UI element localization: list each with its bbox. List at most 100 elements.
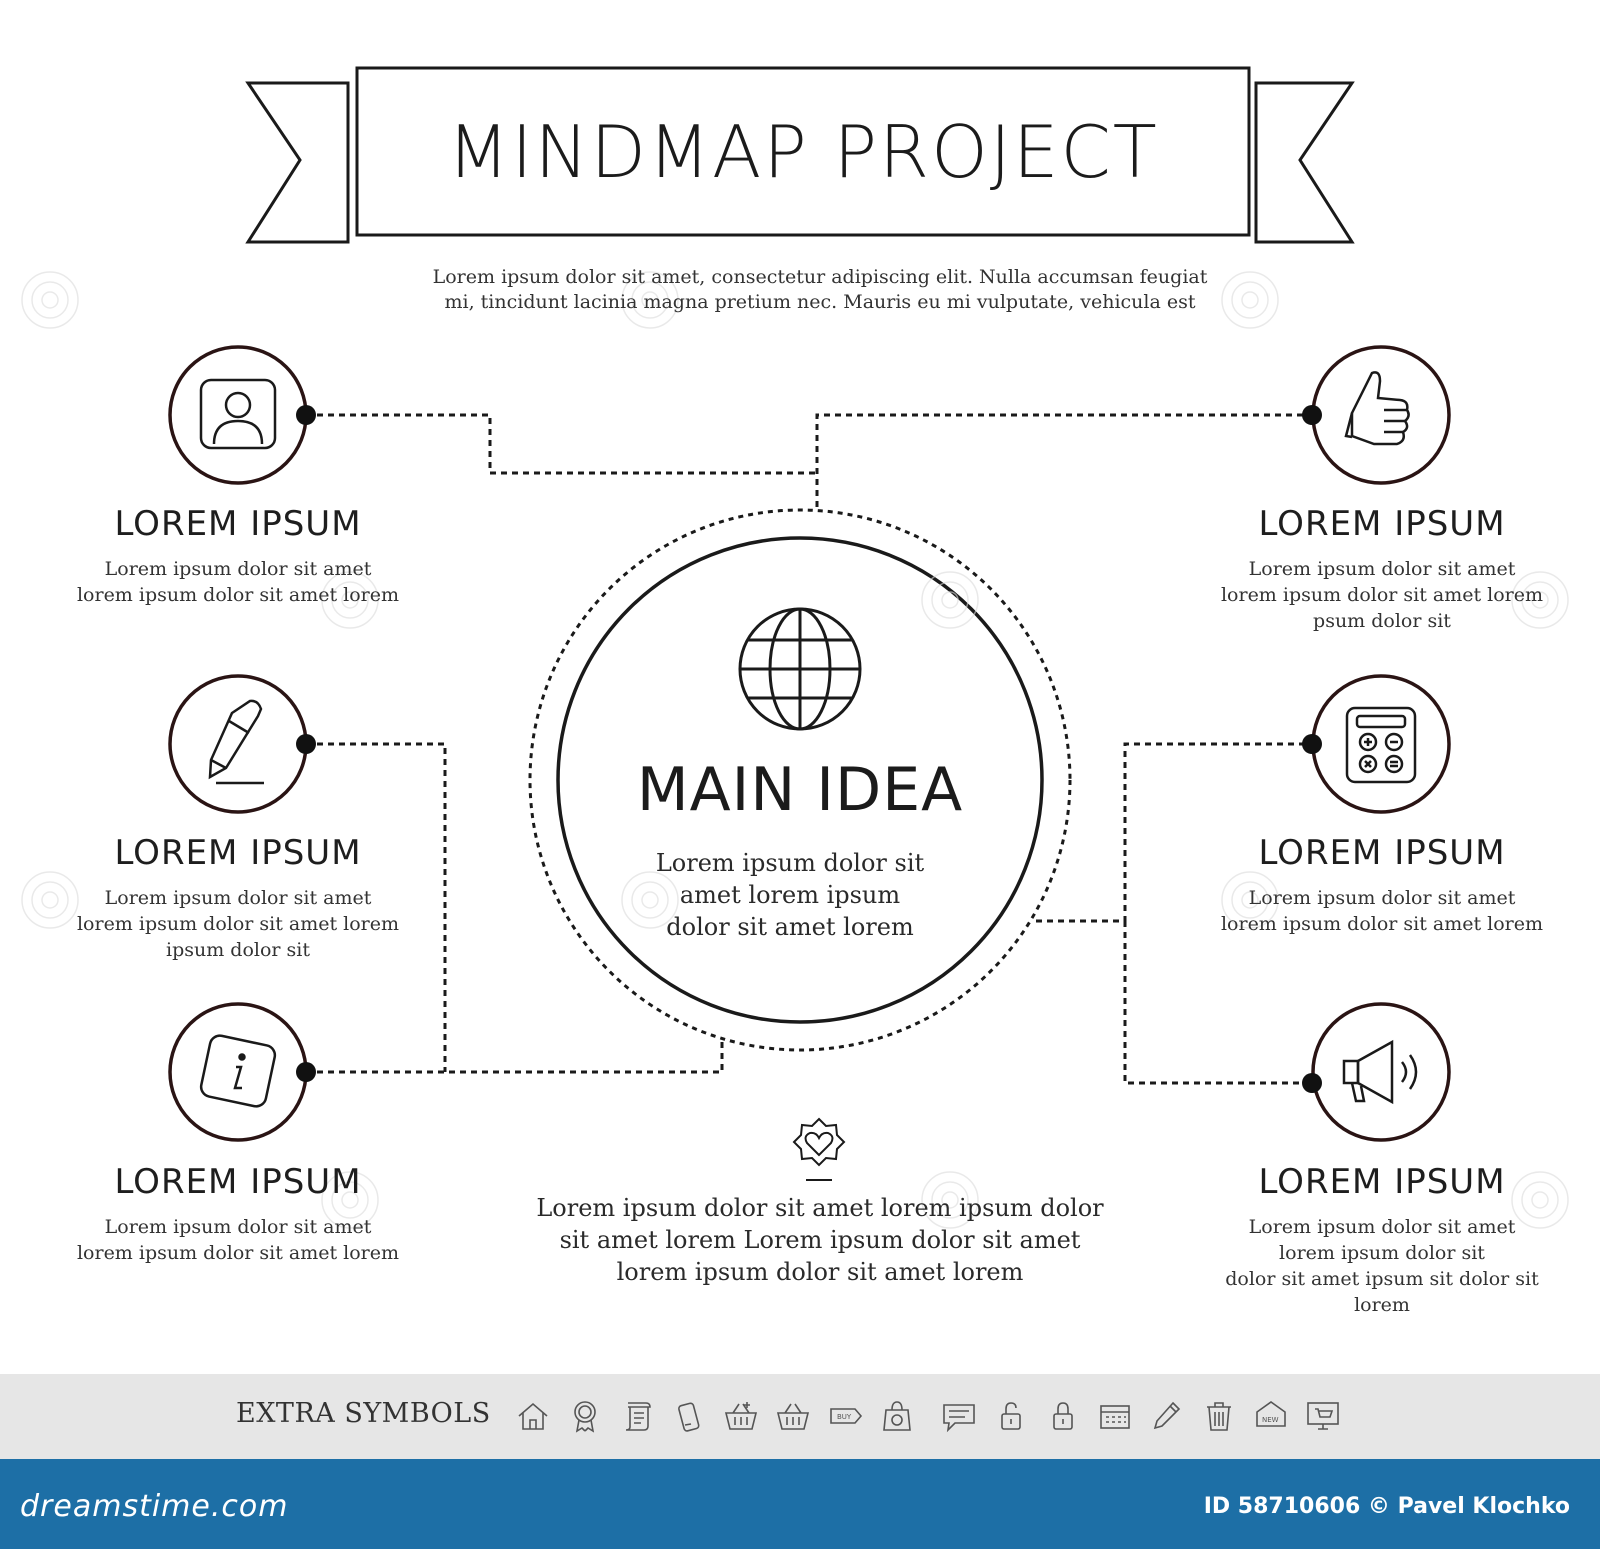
lock-icon xyxy=(1053,1402,1073,1430)
node-title-user: LOREM IPSUM xyxy=(114,504,362,544)
connectors xyxy=(306,413,1312,1085)
bottom-text: Lorem ipsum dolor sit amet lorem ipsum d… xyxy=(520,1192,1120,1288)
calculator-icon xyxy=(1345,706,1417,784)
dot-user xyxy=(296,405,316,425)
new-badge-text: NEW xyxy=(1262,1416,1279,1424)
chat-icon xyxy=(943,1404,975,1433)
node-title-pencil: LOREM IPSUM xyxy=(114,833,362,873)
lock-open-icon xyxy=(1001,1402,1021,1430)
extra-symbols-label: EXTRA SYMBOLS xyxy=(236,1398,491,1429)
globe-icon xyxy=(738,607,862,731)
node-line: lorem ipsum dolor sit amet lorem xyxy=(76,584,400,606)
node-circle-user xyxy=(168,345,308,485)
node-circle-info xyxy=(168,1002,308,1142)
basket-add-icon xyxy=(724,1402,758,1430)
main-outer-dashed-ring xyxy=(528,508,1072,1052)
main-idea-line: amet lorem ipsum xyxy=(679,881,901,909)
buy-tag-text: BUY xyxy=(837,1413,852,1421)
page-title: MINDMAP PROJECT xyxy=(447,109,1159,194)
watermark-pattern xyxy=(21,271,1569,1229)
node-line: lorem ipsum dolor sit xyxy=(1279,1242,1485,1264)
node-circle-thumbs xyxy=(1311,345,1451,485)
dot-thumbs xyxy=(1302,405,1322,425)
trash-icon xyxy=(1207,1402,1231,1431)
ribbon-left-tail xyxy=(245,81,350,244)
dot-pencil xyxy=(296,734,316,754)
info-icon xyxy=(199,1034,277,1108)
extra-symbols-strip xyxy=(0,1374,1600,1459)
node-line: dolor sit amet ipsum sit dolor sit xyxy=(1225,1268,1539,1290)
main-idea-line: Lorem ipsum dolor sit xyxy=(655,849,925,877)
home-icon xyxy=(518,1402,548,1430)
megaphone-icon xyxy=(1342,1039,1418,1105)
node-line: psum dolor sit xyxy=(1313,610,1451,632)
shopping-bag-icon xyxy=(883,1401,911,1431)
connector-megaphone xyxy=(1123,921,1312,1085)
connector-calculator xyxy=(1036,742,1312,923)
footer-bar xyxy=(0,1459,1600,1549)
node-text-calculator: Lorem ipsum dolor sit amet lorem ipsum d… xyxy=(1192,885,1572,937)
pencil-icon xyxy=(208,699,264,785)
footer-credit: ID 58710606 © Pavel Klochko xyxy=(1203,1494,1570,1519)
dot-megaphone xyxy=(1302,1073,1322,1093)
ribbon-box xyxy=(355,66,1251,237)
node-text-thumbs: Lorem ipsum dolor sit amet lorem ipsum d… xyxy=(1192,556,1572,634)
node-text-pencil: Lorem ipsum dolor sit amet lorem ipsum d… xyxy=(48,885,428,963)
dot-calculator xyxy=(1302,734,1322,754)
connector-user xyxy=(306,413,817,475)
node-line: Lorem ipsum dolor sit amet xyxy=(1248,558,1516,580)
subtitle: Lorem ipsum dolor sit amet, consectetur … xyxy=(400,265,1240,315)
node-line: lorem ipsum dolor sit amet lorem xyxy=(76,913,400,935)
node-line: lorem ipsum dolor sit amet lorem xyxy=(1220,584,1544,606)
main-inner-circle xyxy=(556,536,1044,1024)
ribbon-right-tail xyxy=(1254,81,1355,244)
heart-badge-icon xyxy=(792,1117,846,1181)
node-line: Lorem ipsum dolor sit amet xyxy=(1248,887,1516,909)
dot-info xyxy=(296,1062,316,1082)
node-line: Lorem ipsum dolor sit amet xyxy=(1248,1216,1516,1238)
buy-tag-icon: BUY xyxy=(830,1408,863,1424)
node-title-info: LOREM IPSUM xyxy=(114,1162,362,1202)
bottom-line: lorem ipsum dolor sit amet lorem xyxy=(616,1258,1024,1286)
node-title-calculator: LOREM IPSUM xyxy=(1258,833,1506,873)
basket-icon xyxy=(776,1403,810,1430)
node-text-user: Lorem ipsum dolor sit amet lorem ipsum d… xyxy=(48,556,428,608)
node-line: lorem xyxy=(1354,1294,1410,1316)
subtitle-line: mi, tincidunt lacinia magna pretium nec.… xyxy=(444,291,1196,313)
connector-info xyxy=(306,1040,724,1074)
node-line: lorem ipsum dolor sit amet lorem xyxy=(76,1242,400,1264)
title-ribbon xyxy=(245,66,1355,244)
node-circle-megaphone xyxy=(1311,1002,1451,1142)
node-title-thumbs: LOREM IPSUM xyxy=(1258,504,1506,544)
calendar-icon xyxy=(1100,1405,1130,1429)
main-idea-line: dolor sit amet lorem xyxy=(666,913,914,941)
node-line: Lorem ipsum dolor sit amet xyxy=(104,887,372,909)
scroll-icon xyxy=(625,1402,651,1431)
connector-thumbs xyxy=(815,413,1312,507)
thumbs-up-icon xyxy=(1344,371,1410,446)
phone-icon xyxy=(678,1402,700,1432)
connector-dots xyxy=(296,405,1322,1093)
node-line: lorem ipsum dolor sit amet lorem xyxy=(1220,913,1544,935)
monitor-cart-icon xyxy=(1307,1402,1339,1430)
pencil-small-icon xyxy=(1153,1401,1181,1430)
footer-site: dreamstime.com xyxy=(20,1489,289,1524)
node-circle-pencil xyxy=(168,674,308,814)
subtitle-line: Lorem ipsum dolor sit amet, consectetur … xyxy=(432,266,1208,288)
node-circle-calculator xyxy=(1311,674,1451,814)
main-idea-text: Lorem ipsum dolor sit amet lorem ipsum d… xyxy=(600,847,980,943)
node-line: ipsum dolor sit xyxy=(166,939,310,961)
connector-pencil xyxy=(306,742,447,1072)
node-text-megaphone: Lorem ipsum dolor sit amet lorem ipsum d… xyxy=(1192,1214,1572,1318)
new-badge-icon: NEW xyxy=(1256,1401,1286,1427)
main-idea-title: MAIN IDEA xyxy=(636,755,964,825)
node-title-megaphone: LOREM IPSUM xyxy=(1258,1162,1506,1202)
node-text-info: Lorem ipsum dolor sit amet lorem ipsum d… xyxy=(48,1214,428,1266)
award-icon xyxy=(574,1401,596,1433)
node-line: Lorem ipsum dolor sit amet xyxy=(104,558,372,580)
bottom-line: Lorem ipsum dolor sit amet lorem ipsum d… xyxy=(536,1194,1104,1222)
node-line: Lorem ipsum dolor sit amet xyxy=(104,1216,372,1238)
bottom-line: sit amet lorem Lorem ipsum dolor sit ame… xyxy=(559,1226,1081,1254)
user-icon xyxy=(199,378,277,450)
